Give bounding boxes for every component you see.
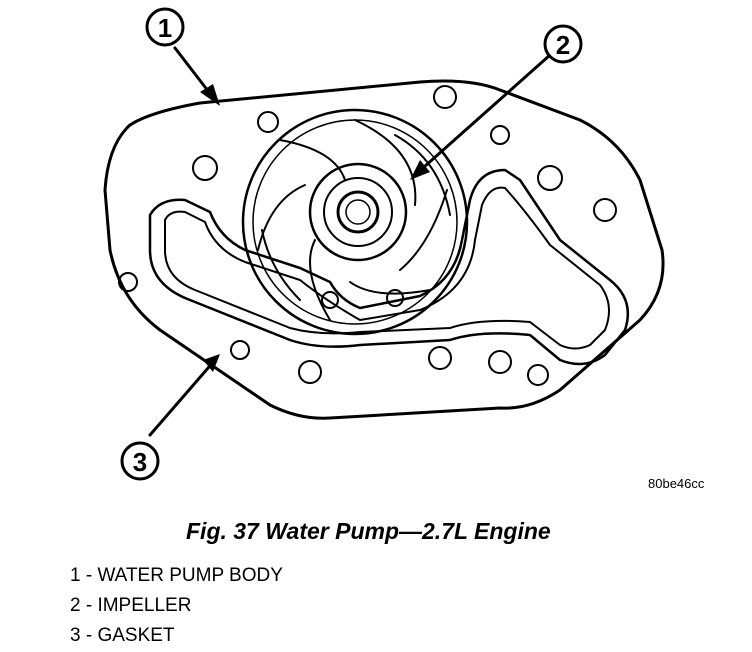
legend-item: 1 - WATER PUMP BODY (70, 565, 283, 586)
bolt-holes (118, 85, 617, 386)
gasket-inner (164, 186, 610, 350)
impeller-outer-ring (241, 108, 469, 336)
image-id: 80be46cc (648, 476, 705, 491)
impeller-hub-inner (323, 177, 393, 247)
figure-caption: Fig. 37 Water Pump—2.7L Engine (186, 518, 551, 544)
impeller-hub (308, 162, 408, 262)
arrow-heads (200, 84, 430, 372)
callout-2: 2 (543, 24, 583, 64)
callout-number: 1 (158, 13, 172, 43)
legend: 1 - WATER PUMP BODY 2 - IMPELLER 3 - GAS… (70, 561, 283, 651)
callout-number: 3 (133, 447, 147, 477)
gasket-outline (148, 168, 630, 366)
impeller-blades (257, 119, 451, 321)
legend-item: 2 - IMPELLER (70, 595, 192, 616)
legend-item: 3 - GASKET (70, 625, 175, 646)
callout-3: 3 (120, 441, 160, 481)
pump-body-outline (103, 79, 665, 420)
callout-number: 2 (556, 30, 570, 60)
water-pump-diagram: 1 2 3 (103, 7, 665, 481)
leader-arrows (148, 46, 552, 437)
impeller-shaft (336, 190, 380, 234)
callout-1: 1 (145, 7, 185, 47)
